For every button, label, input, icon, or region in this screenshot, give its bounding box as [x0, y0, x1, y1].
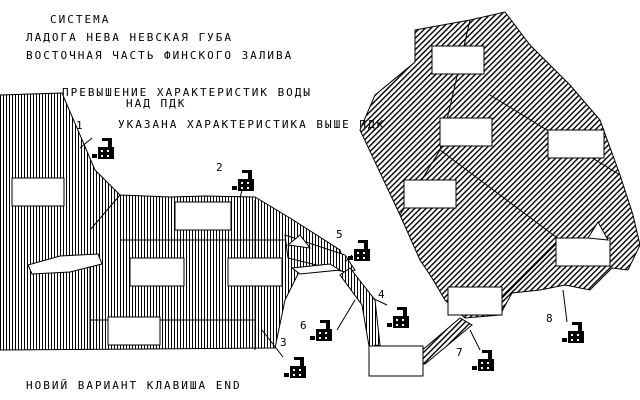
factories-layer — [92, 138, 584, 378]
title-line-2: ЛАДОГА НЕВА НЕВСКАЯ ГУБА — [26, 31, 233, 44]
factory-icon — [348, 240, 370, 261]
factory-label-8: 8 — [546, 312, 553, 325]
island — [27, 253, 103, 275]
title-line-1: СИСТЕМА — [50, 13, 111, 26]
data-box — [547, 129, 605, 159]
island — [587, 221, 609, 241]
data-box — [11, 177, 65, 207]
factory-label-7: 7 — [456, 346, 463, 359]
legend-text: УКАЗАНА ХАРАКТЕРИСТИКА ВЫШЕ ПДК — [118, 118, 386, 131]
ladoga-region — [359, 11, 640, 319]
factory-icon — [562, 322, 584, 343]
factory-icon — [472, 350, 494, 371]
finnish-gulf-region — [0, 92, 346, 351]
data-box — [431, 45, 485, 75]
subtitle-line-1: ПРЕВЫШЕНИЕ ХАРАКТЕРИСТИК ВОДЫ — [62, 86, 313, 99]
data-box — [129, 257, 185, 287]
data-box — [174, 201, 232, 231]
factory-label-6: 6 — [300, 319, 307, 332]
factory-icon — [387, 307, 409, 328]
data-box — [107, 316, 161, 346]
island — [286, 234, 312, 249]
factory-label-4: 4 — [378, 288, 385, 301]
data-box — [368, 345, 424, 377]
data-box — [439, 117, 493, 147]
data-box — [447, 286, 503, 316]
factory-icon — [284, 357, 306, 378]
data-box — [227, 257, 283, 287]
factory-icon — [232, 170, 254, 191]
title-line-3: ВОСТОЧНАЯ ЧАСТЬ ФИНСКОГО ЗАЛИВА — [26, 49, 294, 62]
factory-label-1: 1 — [76, 119, 83, 132]
subtitle-line-2: НАД ПДК — [126, 97, 187, 110]
factory-icon — [310, 320, 332, 341]
data-box — [403, 179, 457, 209]
island — [290, 263, 342, 275]
factory-label-5: 5 — [336, 228, 343, 241]
footer-hint: НОВИЙ ВАРИАНТ КЛАВИША END — [26, 379, 242, 392]
factory-icon — [92, 138, 114, 159]
data-box — [555, 237, 611, 267]
factory-label-3: 3 — [280, 336, 287, 349]
neva-river-lower — [339, 267, 381, 353]
factory-label-2: 2 — [216, 161, 223, 174]
